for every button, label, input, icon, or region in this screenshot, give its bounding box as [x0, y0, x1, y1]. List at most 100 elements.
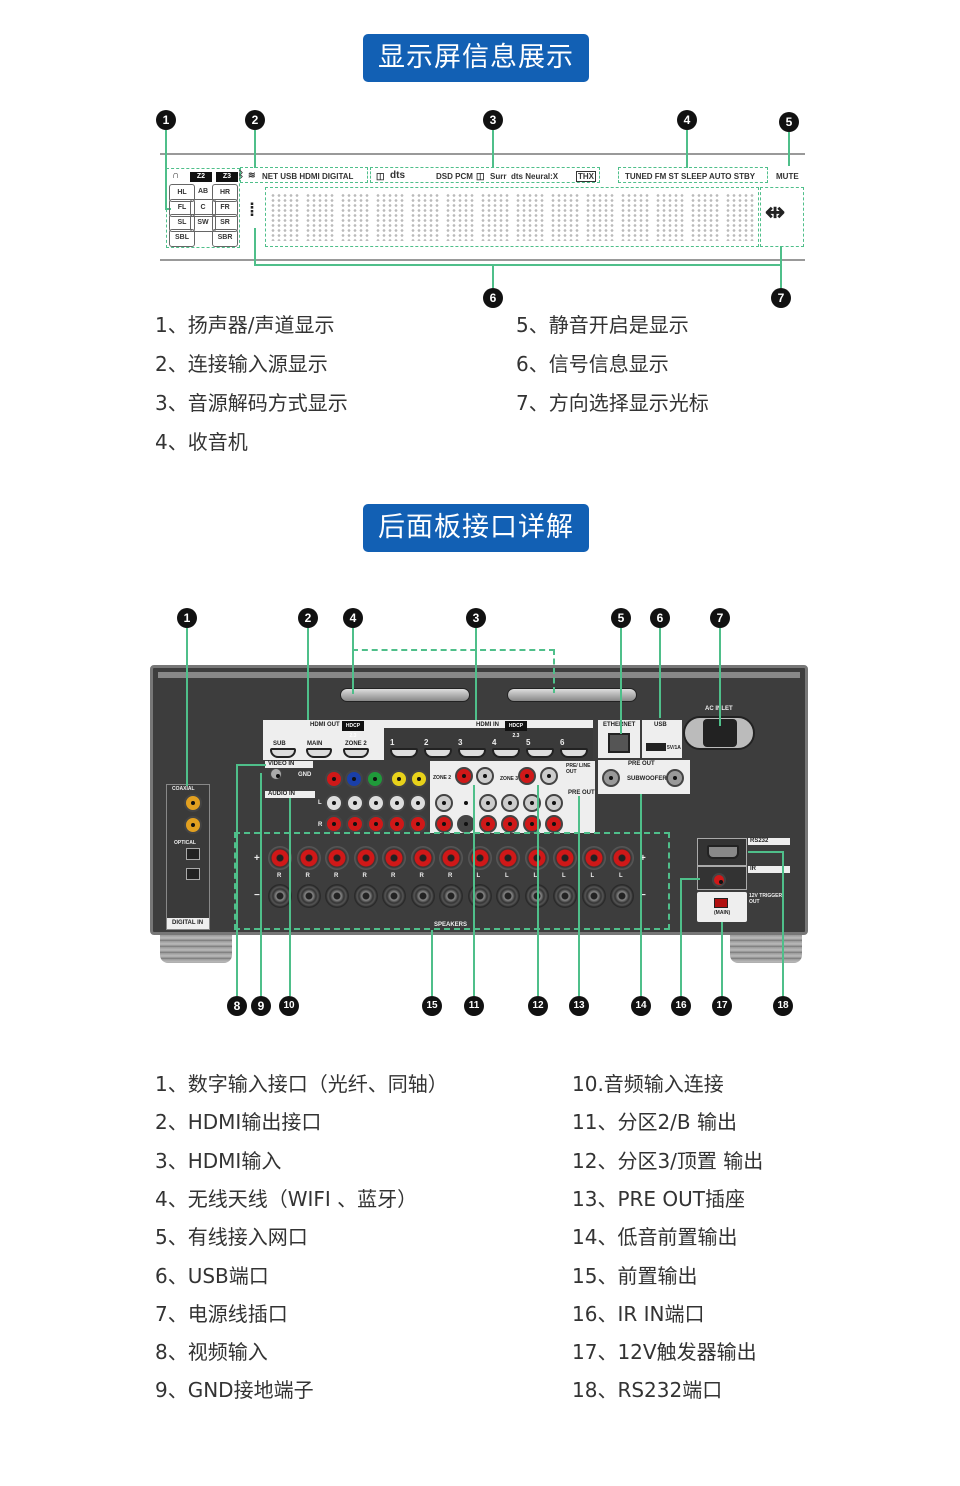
speaker-channel-label: L [476, 873, 481, 879]
rear-badge-2: 2 [298, 608, 318, 628]
component-y-in[interactable] [366, 770, 384, 788]
vfd-character-cell [585, 193, 615, 241]
hdmi-out-sub-port[interactable] [270, 748, 296, 758]
speaker-terminal-positive[interactable] [382, 846, 406, 870]
zone3-out-r[interactable] [518, 767, 536, 785]
speaker-terminal-negative[interactable] [496, 884, 520, 908]
pre-out-l-1[interactable] [435, 794, 453, 812]
hdmi-in-port-6[interactable] [560, 748, 588, 758]
rear-badge-7: 7 [710, 608, 730, 628]
speaker-terminal-negative[interactable] [353, 884, 378, 908]
speaker-terminal-negative[interactable] [382, 884, 406, 908]
pre-out-l-3[interactable] [479, 794, 497, 812]
wireless-antenna-right[interactable] [507, 688, 637, 702]
rs232-port[interactable] [707, 845, 739, 859]
speaker-terminal-negative[interactable] [581, 884, 606, 908]
coaxial-in-2[interactable] [184, 816, 202, 834]
speaker-terminal-negative[interactable] [410, 884, 435, 908]
subwoofer-out-1[interactable] [602, 769, 620, 787]
hdmi-in-port-2[interactable] [424, 748, 452, 758]
audio-in-3-r[interactable] [367, 815, 385, 833]
zone2-out-r[interactable] [455, 767, 473, 785]
speaker-terminal-negative[interactable] [439, 884, 463, 908]
speaker-terminal-positive[interactable] [467, 846, 492, 870]
ethernet-port[interactable] [608, 733, 630, 753]
audio-in-5-r[interactable] [409, 815, 427, 833]
callout-line-4 [686, 130, 688, 168]
speaker-terminal-positive[interactable] [610, 846, 634, 870]
optical-in-2[interactable] [186, 868, 200, 880]
rear-callout-9 [260, 773, 262, 996]
hdmi-in-port-5[interactable] [526, 748, 554, 758]
speaker-terminal-positive[interactable] [553, 846, 577, 870]
speaker-terminal-negative[interactable] [610, 884, 634, 908]
speaker-terminal-negative[interactable] [296, 884, 321, 908]
speaker-terminal-negative[interactable] [553, 884, 577, 908]
speaker-terminal-positive[interactable] [439, 846, 463, 870]
pre-out-l-5[interactable] [523, 794, 541, 812]
composite-in-1[interactable] [390, 770, 408, 788]
zone2-out-l[interactable] [476, 767, 494, 785]
speaker-terminal-positive[interactable] [268, 846, 292, 870]
hdmi-in-port-4[interactable] [492, 748, 520, 758]
speaker-terminal-negative[interactable] [524, 884, 549, 908]
rs232-label: RS232 [750, 838, 769, 844]
pre-out-l-6[interactable] [545, 794, 563, 812]
speaker-terminal-positive[interactable] [325, 846, 349, 870]
speaker-terminal-positive[interactable] [524, 846, 549, 870]
gnd-terminal[interactable] [270, 768, 282, 780]
speaker-terminal-negative[interactable] [325, 884, 349, 908]
speaker-terminal-negative[interactable] [268, 884, 292, 908]
hdmi-in-port-1[interactable] [390, 748, 418, 758]
audio-in-1-l[interactable] [325, 794, 343, 812]
pre-out-l-2[interactable] [457, 794, 475, 812]
speaker-terminal-positive[interactable] [296, 846, 321, 870]
audio-in-2-l[interactable] [346, 794, 364, 812]
rear-legend-item: 7、电源线插口 [155, 1301, 288, 1326]
mute-indicator: MUTE [776, 172, 799, 181]
ir-in-port[interactable] [712, 873, 726, 887]
pre-out-r-6[interactable] [545, 815, 563, 833]
coaxial-in-1[interactable] [184, 794, 202, 812]
trigger-out-port[interactable] [714, 898, 728, 908]
rear-callout-18 [782, 851, 784, 996]
rear-callout-16b [680, 878, 700, 880]
pre-out-r-1[interactable] [435, 815, 453, 833]
audio-in-2-r[interactable] [346, 815, 364, 833]
hdmi-out-zone2-port[interactable] [343, 748, 369, 758]
speaker-terminal-positive[interactable] [581, 846, 606, 870]
composite-in-2[interactable] [410, 770, 428, 788]
audio-in-4-r[interactable] [388, 815, 406, 833]
pre-out-r-3[interactable] [479, 815, 497, 833]
audio-in-4-l[interactable] [388, 794, 406, 812]
speaker-terminal-positive[interactable] [496, 846, 520, 870]
speaker-terminal-positive[interactable] [353, 846, 378, 870]
usb-label: USB [654, 722, 667, 728]
vfd-character-cell [340, 193, 370, 241]
display-legend-item: 7、方向选择显示光标 [516, 391, 709, 415]
speaker-terminal-negative[interactable] [467, 884, 492, 908]
speaker-channel-label: L [533, 873, 538, 879]
callout-badge-2: 2 [245, 110, 265, 130]
optical-in-1[interactable] [186, 848, 200, 860]
audio-in-3-l[interactable] [367, 794, 385, 812]
zone3-out-l[interactable] [540, 767, 558, 785]
audio-in-5-l[interactable] [409, 794, 427, 812]
hdmi-out-main-label: MAIN [307, 741, 323, 747]
usb-port[interactable] [646, 743, 666, 751]
hdmi-out-main-port[interactable] [306, 748, 332, 758]
zone3-out-label: ZONE 3 [500, 776, 519, 782]
audio-in-1-r[interactable] [325, 815, 343, 833]
hdmi-in-number: 3 [458, 738, 463, 747]
vfd-character-cell [515, 193, 545, 241]
hdmi-in-port-3[interactable] [458, 748, 486, 758]
component-pr-in[interactable] [325, 770, 343, 788]
pre-out-r-4[interactable] [501, 815, 519, 833]
speaker-terminal-positive[interactable] [410, 846, 435, 870]
component-pb-in[interactable] [345, 770, 363, 788]
subwoofer-out-2[interactable] [666, 769, 684, 787]
speaker-channel-label: L [590, 873, 595, 879]
pre-out-l-4[interactable] [501, 794, 519, 812]
wireless-antenna-left[interactable] [340, 688, 470, 702]
plus-right: + [640, 853, 646, 864]
